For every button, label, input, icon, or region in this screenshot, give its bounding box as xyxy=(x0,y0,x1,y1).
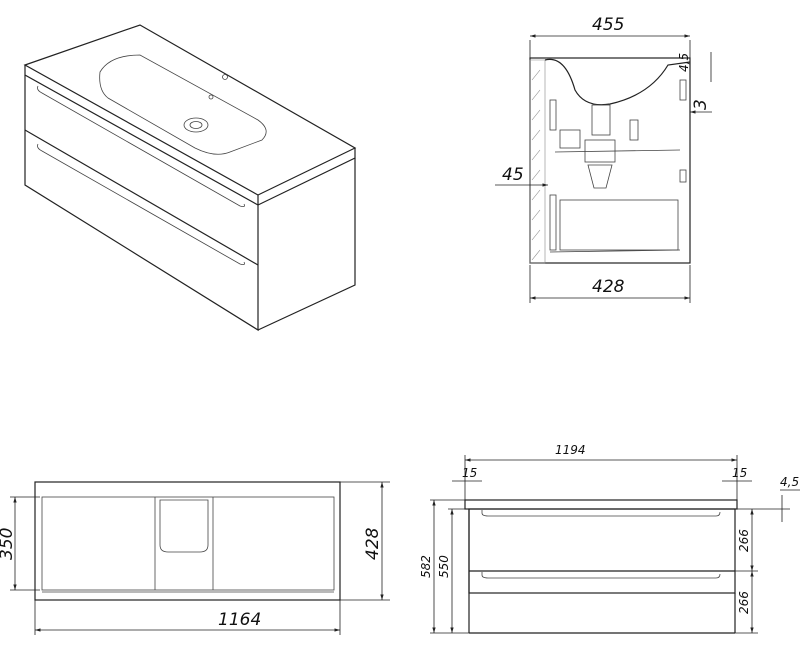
dim-total-width: 1194 xyxy=(555,443,586,457)
upper-drawer xyxy=(468,508,736,594)
dim-right-overhang: 15 xyxy=(732,466,747,480)
dim-body-height: 550 xyxy=(437,555,451,578)
dim-outer-height: 428 xyxy=(363,527,383,560)
siphon xyxy=(587,164,613,189)
upper-drawer-handle xyxy=(37,85,245,208)
drawer-split xyxy=(24,129,259,266)
basin-profile xyxy=(544,58,691,106)
countertop xyxy=(464,499,738,510)
dim-body-depth: 428 xyxy=(592,277,625,297)
front-view: 1194 15 15 4,5 582 550 266 266 xyxy=(419,443,800,634)
side-section-view: 455 4,5 3 45 428 xyxy=(495,15,712,303)
dim-width: 1164 xyxy=(218,610,261,630)
dim-top-thickness: 4,5 xyxy=(780,475,799,489)
side-face xyxy=(257,158,356,331)
upper-drawer-handle-front xyxy=(481,510,721,517)
lower-drawer-handle xyxy=(37,143,245,266)
dim-left-overhang: 15 xyxy=(462,466,477,480)
top-plan-view: 350 428 1164 xyxy=(0,481,390,635)
dim-upper-drawer: 266 xyxy=(737,529,751,552)
front-face xyxy=(24,75,259,332)
tap-hole xyxy=(222,74,228,80)
lower-drawer-section xyxy=(559,199,679,251)
dim-inner-height: 350 xyxy=(0,528,17,560)
dim-overhang: 3 xyxy=(691,99,711,110)
dim-top-depth: 455 xyxy=(592,15,624,35)
lower-drawer-handle-front xyxy=(481,572,721,579)
dim-lower-drawer: 266 xyxy=(737,591,751,614)
dim-top-gap: 4,5 xyxy=(677,53,691,72)
washbasin-bowl xyxy=(99,54,267,155)
basin-cutout xyxy=(159,499,209,553)
overflow-hole xyxy=(208,94,214,100)
dim-total-height: 582 xyxy=(419,555,433,578)
dim-inset: 45 xyxy=(502,165,524,185)
drain xyxy=(183,117,209,133)
isometric-view xyxy=(23,24,357,332)
